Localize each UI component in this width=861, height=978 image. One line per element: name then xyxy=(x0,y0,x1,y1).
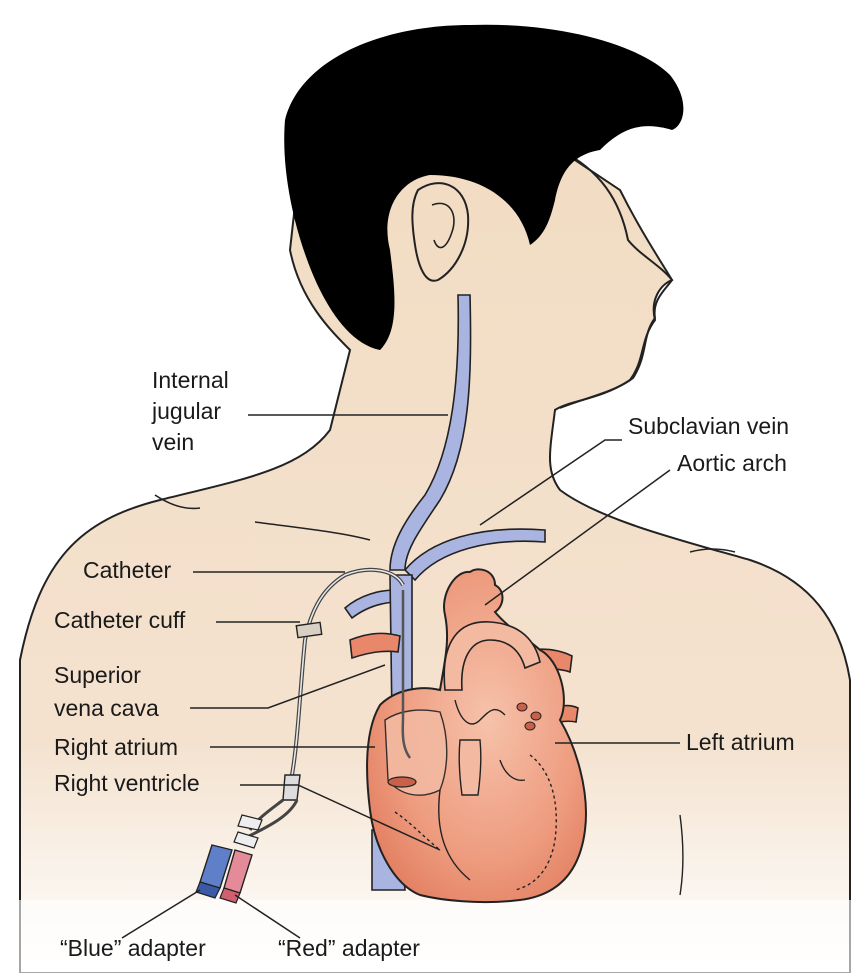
hair xyxy=(284,24,684,351)
aortic-arch xyxy=(443,621,541,691)
label-right-ventricle: Right ventricle xyxy=(54,770,200,796)
face-profile xyxy=(559,149,674,409)
label-catheter-cuff: Catheter cuff xyxy=(54,607,186,633)
leader-lines xyxy=(121,414,680,939)
ear xyxy=(411,182,470,282)
label-left-atrium: Left atrium xyxy=(686,729,795,755)
label-superior-vena-cava-line1: Superior xyxy=(54,662,141,688)
catheter-cuff xyxy=(295,621,323,639)
catheter-in-vein xyxy=(401,590,412,759)
label-internal-jugular-line2: jugular xyxy=(152,398,222,424)
label-internal-jugular-line1: Internal xyxy=(152,367,229,393)
label-blue-adapter: “Blue” adapter xyxy=(60,935,206,961)
label-internal-jugular-line3: vein xyxy=(152,429,195,455)
subclavian-vein xyxy=(403,528,546,582)
label-subclavian-vein: Subclavian vein xyxy=(628,413,790,439)
label-aortic-arch: Aortic arch xyxy=(677,450,787,476)
label-red-adapter: “Red” adapter xyxy=(278,935,420,961)
catheter-hub xyxy=(282,774,301,801)
label-right-atrium: Right atrium xyxy=(54,734,178,760)
label-catheter: Catheter xyxy=(83,557,172,583)
label-superior-vena-cava-line2: vena cava xyxy=(54,695,159,721)
